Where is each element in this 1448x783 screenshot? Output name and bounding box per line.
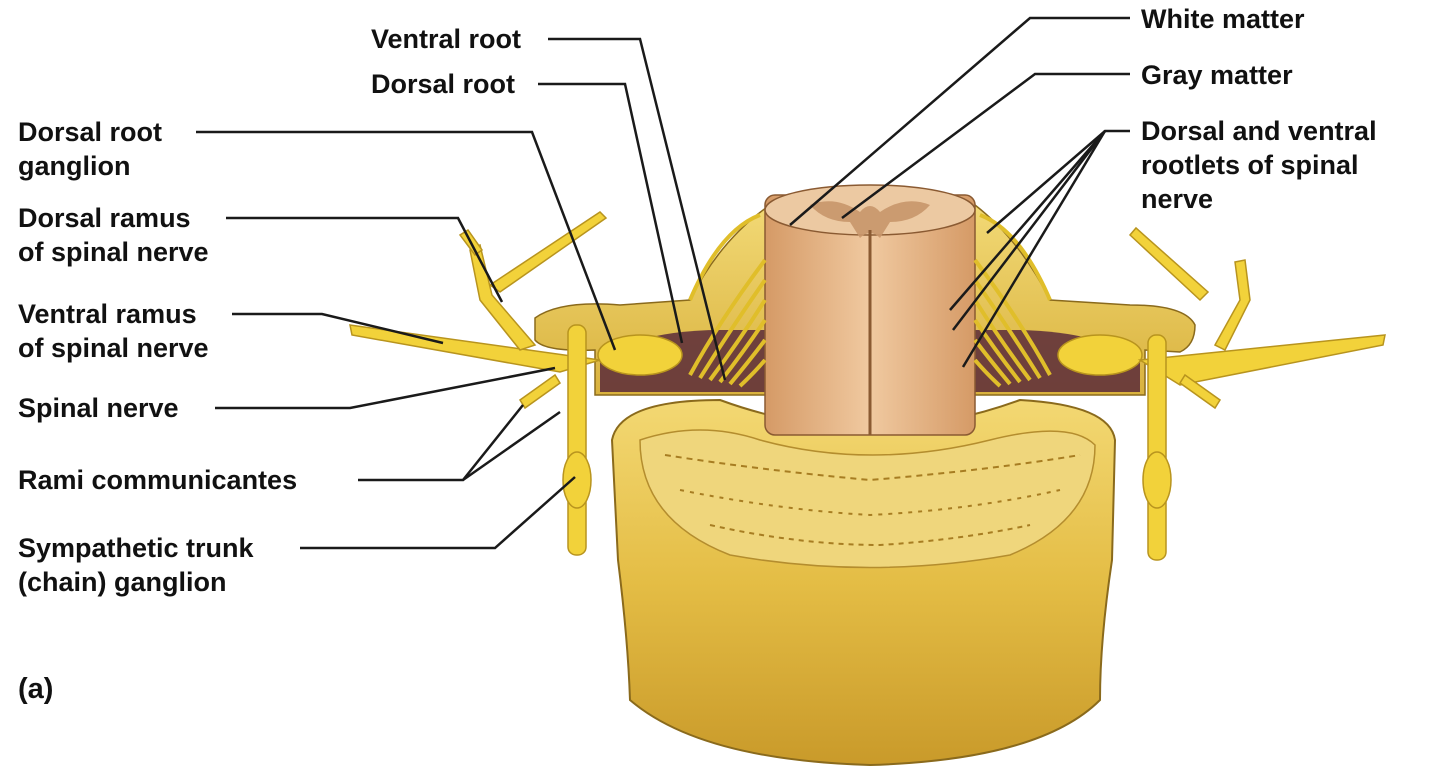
leader-dorsal-ramus — [226, 218, 502, 302]
panel-letter: (a) — [18, 672, 53, 706]
leader-sympathetic-trunk — [300, 477, 575, 548]
vertebral-body — [612, 400, 1115, 765]
label-rootlets-line3: nerve — [1141, 182, 1377, 216]
label-gray-matter: Gray matter — [1141, 58, 1293, 92]
label-sympathetic-trunk: Sympathetic trunk (chain) ganglion — [18, 531, 254, 599]
label-rootlets: Dorsal and ventral rootlets of spinal ne… — [1141, 114, 1377, 216]
label-ventral-root-text: Ventral root — [371, 22, 521, 56]
label-rami-communicantes: Rami communicantes — [18, 463, 297, 497]
label-gray-matter-text: Gray matter — [1141, 58, 1293, 92]
panel-letter-text: (a) — [18, 672, 53, 706]
label-dorsal-ramus: Dorsal ramus of spinal nerve — [18, 201, 209, 269]
spinal-cord — [765, 185, 975, 435]
label-dorsal-root: Dorsal root — [371, 67, 515, 101]
label-sympathetic-trunk-line1: Sympathetic trunk — [18, 531, 254, 565]
label-rootlets-line2: rootlets of spinal — [1141, 148, 1377, 182]
label-spinal-nerve: Spinal nerve — [18, 391, 179, 425]
label-white-matter: White matter — [1141, 2, 1305, 36]
label-sympathetic-trunk-line2: (chain) ganglion — [18, 565, 254, 599]
leader-spinal-nerve — [215, 368, 555, 408]
label-dorsal-root-ganglion-line2: ganglion — [18, 149, 162, 183]
label-dorsal-root-text: Dorsal root — [371, 67, 515, 101]
label-ventral-ramus: Ventral ramus of spinal nerve — [18, 297, 209, 365]
label-ventral-ramus-line2: of spinal nerve — [18, 331, 209, 365]
label-ventral-ramus-line1: Ventral ramus — [18, 297, 209, 331]
label-dorsal-ramus-line1: Dorsal ramus — [18, 201, 209, 235]
label-rootlets-line1: Dorsal and ventral — [1141, 114, 1377, 148]
leader-rootlets — [987, 131, 1130, 233]
label-dorsal-root-ganglion: Dorsal root ganglion — [18, 115, 162, 183]
label-rami-communicantes-text: Rami communicantes — [18, 463, 297, 497]
label-dorsal-root-ganglion-line1: Dorsal root — [18, 115, 162, 149]
label-spinal-nerve-text: Spinal nerve — [18, 391, 179, 425]
label-white-matter-text: White matter — [1141, 2, 1305, 36]
label-ventral-root: Ventral root — [371, 22, 521, 56]
leader-rami-communicantes — [358, 405, 523, 480]
label-dorsal-ramus-line2: of spinal nerve — [18, 235, 209, 269]
leader-rami-communicantes-2 — [463, 412, 560, 480]
